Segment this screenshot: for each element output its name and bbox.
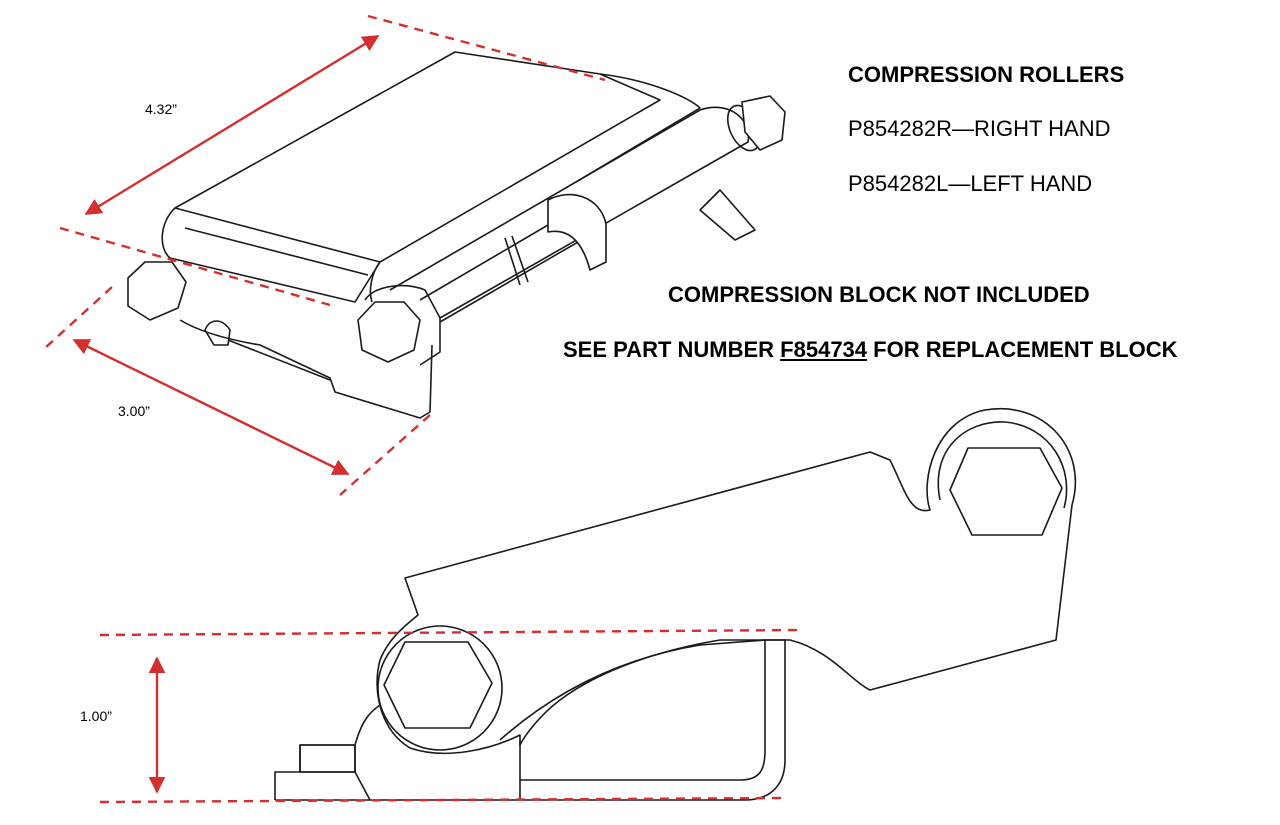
bolt-head-right [357, 301, 421, 363]
base-plate [274, 639, 786, 801]
upper-pivot-ring [937, 421, 1068, 509]
lower-bolt-head [383, 641, 493, 729]
inner-cam-line [499, 639, 766, 741]
arrow-width [72, 338, 350, 476]
shaft-collar [547, 193, 607, 271]
note-replacement: SEE PART NUMBER F854734 FOR REPLACEMENT … [563, 337, 1177, 363]
top-plate-rib [184, 227, 369, 276]
roller-shaft [419, 217, 586, 323]
parts-heading: COMPRESSION ROLLERS [848, 62, 1125, 87]
hinge-edge [419, 73, 701, 276]
upper-arm-outline [376, 407, 1077, 755]
bracket-cam-edge [227, 339, 331, 381]
shaft-groove [504, 235, 529, 286]
part-right-hand: P854282R—RIGHT HAND [848, 116, 1111, 141]
note-see-suffix: FOR REPLACEMENT BLOCK [867, 337, 1178, 362]
end-nut-right [741, 95, 786, 151]
roller-flange [364, 284, 441, 366]
dimension-length-label: 4.32” [145, 101, 177, 117]
replacement-part-number: F854734 [780, 337, 868, 362]
upper-bolt-head [949, 447, 1063, 536]
guide-height-bottom [99, 796, 786, 804]
arrow-length [84, 34, 380, 216]
bolt-head-left [127, 261, 187, 321]
roller-assembly-isometric [127, 51, 786, 419]
side-bracket [699, 189, 756, 241]
top-plate-fold [369, 261, 381, 303]
compression-block-side-profile [274, 407, 1077, 801]
dimension-guides [44, 14, 801, 804]
guide-height-top [99, 628, 801, 637]
guide-width-left [44, 286, 113, 349]
guide-length-top [367, 14, 606, 82]
guide-width-right [339, 414, 431, 496]
dimension-height-label: 1.00” [80, 708, 112, 724]
base-block [299, 744, 356, 773]
part-left-hand: P854282L—LEFT HAND [848, 171, 1093, 196]
guide-length-bottom [59, 226, 331, 307]
note-not-included: COMPRESSION BLOCK NOT INCLUDED [668, 282, 1090, 307]
note-see-prefix: SEE PART NUMBER [563, 337, 781, 362]
base-web [354, 704, 521, 780]
dimension-width-label: 3.00” [118, 403, 150, 419]
lower-pivot-ring [377, 625, 503, 751]
